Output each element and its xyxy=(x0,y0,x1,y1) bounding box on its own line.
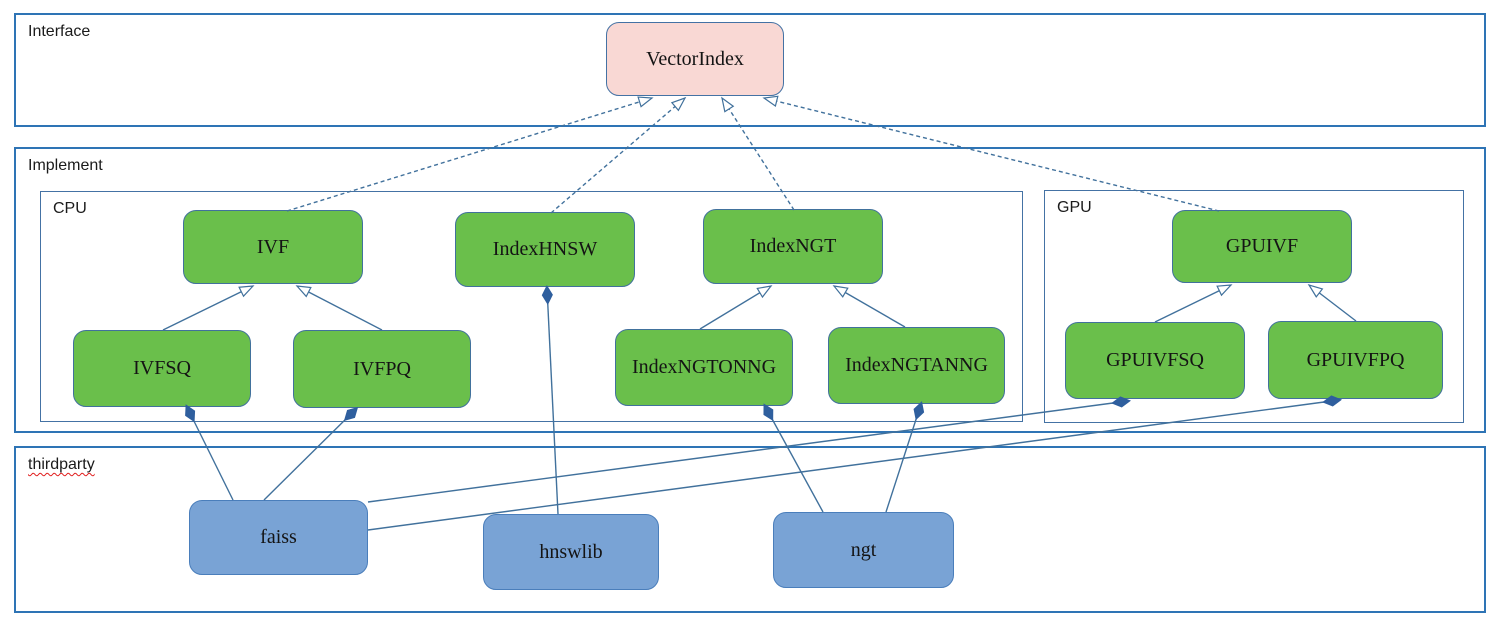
node-hnswlib: hnswlib xyxy=(483,514,659,590)
node-indexngtanng: IndexNGTANNG xyxy=(828,327,1005,404)
node-ngt: ngt xyxy=(773,512,954,588)
node-indexhnsw: IndexHNSW xyxy=(455,212,635,287)
node-ivf: IVF xyxy=(183,210,363,284)
section-thirdparty-label: thirdparty xyxy=(28,456,95,473)
node-ivfpq: IVFPQ xyxy=(293,330,471,408)
node-indexngtonng: IndexNGTONNG xyxy=(615,329,793,406)
node-gpuivf: GPUIVF xyxy=(1172,210,1352,283)
node-vectorindex-label: VectorIndex xyxy=(646,47,744,70)
node-gpuivfpq: GPUIVFPQ xyxy=(1268,321,1443,399)
node-ivfsq: IVFSQ xyxy=(73,330,251,407)
node-gpuivfsq: GPUIVFSQ xyxy=(1065,322,1245,399)
node-indexhnsw-label: IndexHNSW xyxy=(492,238,598,260)
node-gpuivf-label: GPUIVF xyxy=(1225,235,1299,257)
node-indexngt: IndexNGT xyxy=(703,209,883,284)
node-faiss-label: faiss xyxy=(260,526,297,548)
node-vectorindex: VectorIndex xyxy=(606,22,784,96)
node-ivfpq-label: IVFPQ xyxy=(353,357,411,380)
node-gpuivfpq-label: GPUIVFPQ xyxy=(1306,348,1405,371)
node-ivf-label: IVF xyxy=(256,235,290,258)
node-indexngtanng-label: IndexNGTANNG xyxy=(845,354,988,376)
section-cpu-label: CPU xyxy=(53,200,87,217)
section-interface-label: Interface xyxy=(28,23,91,40)
node-indexngt-label: IndexNGT xyxy=(749,235,837,257)
section-implement-label: Implement xyxy=(28,157,103,174)
section-gpu-label: GPU xyxy=(1057,199,1092,216)
node-ivfsq-label: IVFSQ xyxy=(133,357,191,379)
node-ngt-label: ngt xyxy=(850,538,877,561)
node-faiss: faiss xyxy=(189,500,368,575)
node-indexngtonng-label: IndexNGTONNG xyxy=(631,356,777,378)
node-hnswlib-label: hnswlib xyxy=(539,540,603,563)
node-gpuivfsq-label: GPUIVFSQ xyxy=(1106,349,1204,371)
